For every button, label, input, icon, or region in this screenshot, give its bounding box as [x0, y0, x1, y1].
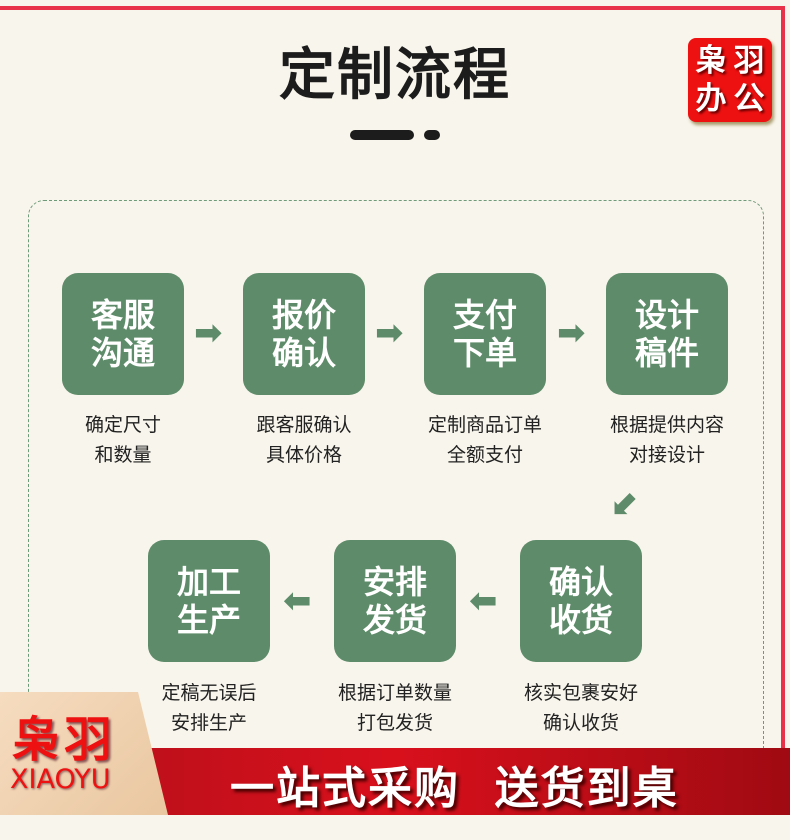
brand-name-english: XIAOYU — [10, 764, 111, 795]
page-title: 定制流程 — [279, 43, 511, 108]
arrow-right-icon: ➡ — [375, 313, 404, 353]
brand-logo: 枭羽办公 — [688, 38, 772, 122]
step-description: 根据提供内容对接设计 — [609, 414, 724, 466]
step-production: 加工生产 — [148, 540, 270, 662]
page-frame — [0, 6, 785, 766]
step-description: 确定尺寸和数量 — [84, 414, 161, 466]
arrow-left-icon: ➡ — [283, 581, 312, 621]
step-description: 根据订单数量打包发货 — [337, 682, 452, 734]
step-payment: 支付下单 — [424, 273, 546, 395]
slogan-text: 一站式采购 送货到桌 — [230, 763, 679, 814]
step-quote: 报价确认 — [243, 273, 365, 395]
title-divider — [350, 130, 414, 140]
step-receipt: 确认收货 — [520, 540, 642, 662]
step-design: 设计稿件 — [606, 273, 728, 395]
step-shipping: 安排发货 — [334, 540, 456, 662]
step-description: 跟客服确认具体价格 — [256, 414, 352, 466]
arrow-left-icon: ➡ — [469, 581, 498, 621]
step-description: 定制商品订单全额支付 — [427, 414, 542, 466]
step-description: 核实包裹安好确认收货 — [523, 682, 638, 734]
step-customer-service: 客服沟通 — [62, 273, 184, 395]
arrow-right-icon: ➡ — [194, 313, 223, 353]
title-divider-dot — [424, 130, 440, 140]
brand-tab — [0, 692, 168, 815]
arrow-right-icon: ➡ — [557, 313, 586, 353]
step-description: 定稿无误后安排生产 — [161, 682, 257, 734]
brand-name: 枭羽 — [12, 712, 117, 768]
